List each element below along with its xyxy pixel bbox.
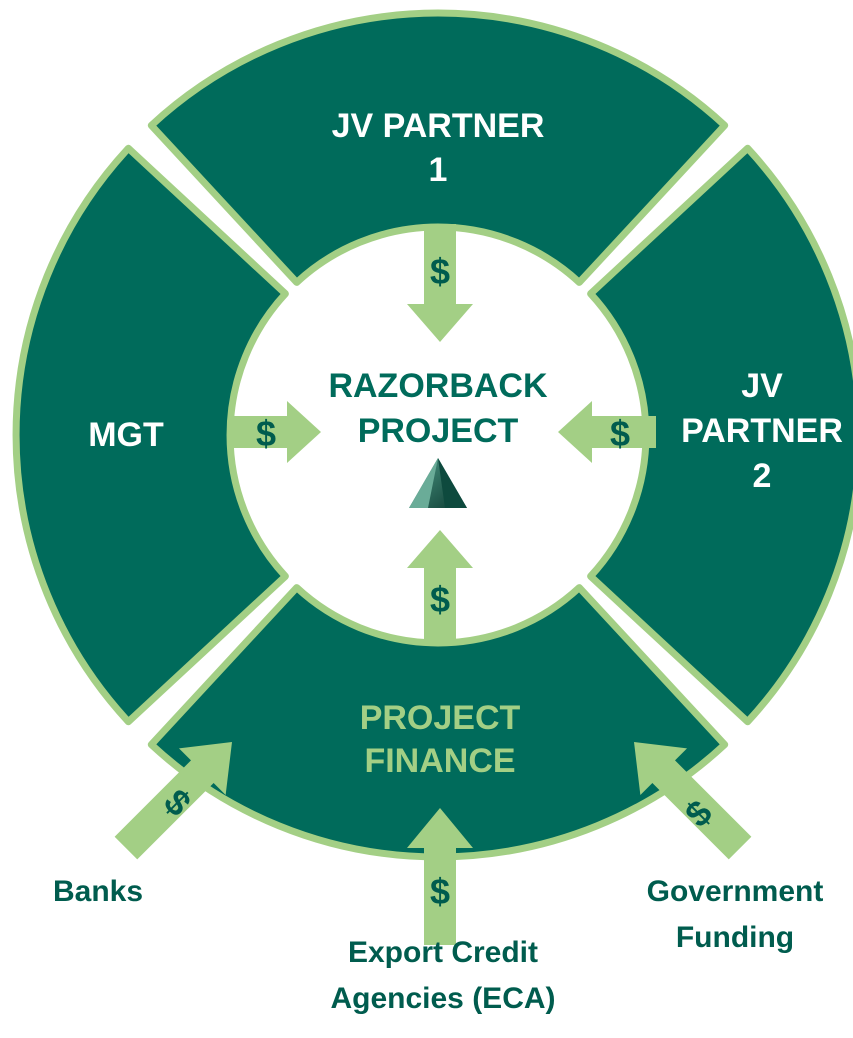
- jv-partner-2-line1: JV: [741, 367, 783, 405]
- arrow-jv2-to-project: [558, 401, 656, 463]
- dollar-finance: $: [430, 579, 450, 620]
- arrow-finance-to-project: [407, 530, 473, 640]
- arrow-mgt-to-project: [233, 401, 321, 463]
- arrow-government-to-finance: [634, 742, 752, 860]
- dollar-jv1: $: [430, 251, 450, 292]
- segment-jv-partner-1: [147, 9, 729, 286]
- center-title-line1: RAZORBACK: [328, 367, 548, 405]
- banks-label: Banks: [53, 875, 143, 908]
- center-title-line2: PROJECT: [358, 412, 519, 450]
- flow-arrows: [114, 224, 752, 945]
- mgt-label: MGT: [88, 416, 164, 454]
- ring-segments: [12, 9, 853, 861]
- arrow-banks-to-finance: [114, 742, 232, 860]
- dollar-eca: $: [430, 871, 450, 912]
- dollar-mgt: $: [256, 413, 276, 454]
- government-label-line2: Funding: [676, 921, 794, 954]
- external-sources: Banks Export Credit Agencies (ECA) Gover…: [53, 875, 823, 1015]
- dollar-jv2: $: [610, 413, 630, 454]
- project-finance-line2: FINANCE: [364, 742, 515, 780]
- government-label-line1: Government: [647, 875, 824, 908]
- arrow-eca-to-finance: [407, 808, 473, 945]
- jv-partner-1-line1: JV PARTNER: [332, 107, 545, 145]
- segment-mgt: [12, 144, 289, 726]
- jv-partner-1-line2: 1: [429, 151, 448, 189]
- segment-labels: JV PARTNER 1 JV PARTNER 2 MGT PROJECT FI…: [88, 107, 843, 780]
- razorback-logo-icon: [409, 458, 467, 508]
- arrow-jv1-to-project: [407, 224, 473, 342]
- segment-jv-partner-2: [587, 144, 853, 726]
- center-project: RAZORBACK PROJECT: [328, 367, 548, 508]
- eca-label-line2: Agencies (ECA): [330, 982, 555, 1015]
- jv-partner-2-line2: PARTNER: [681, 412, 843, 450]
- project-finance-line1: PROJECT: [360, 699, 521, 737]
- jv-partner-2-line3: 2: [753, 457, 772, 495]
- eca-label-line1: Export Credit: [348, 936, 538, 969]
